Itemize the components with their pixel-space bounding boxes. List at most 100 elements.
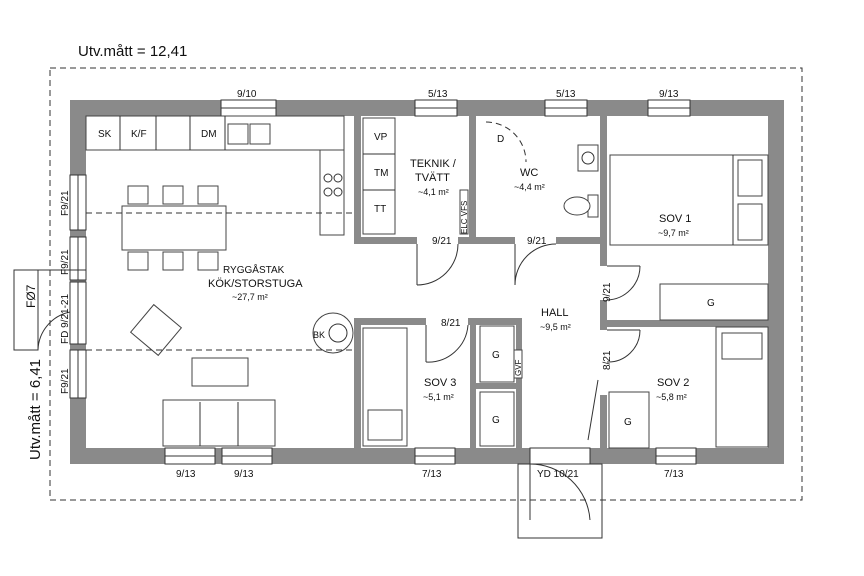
wash-basin	[577, 144, 599, 172]
window-top-kitchen-label: 9/10	[237, 89, 257, 100]
wall-sov3-right	[470, 318, 476, 448]
dm-label: DM	[201, 129, 217, 140]
gvf-label: GVF	[514, 359, 523, 376]
toilet	[563, 196, 591, 216]
wall-kitchen-tech	[354, 116, 361, 244]
door-tech	[416, 243, 459, 286]
window-bottom-1-label: 9/13	[176, 469, 196, 480]
wardrobe-sov1	[659, 283, 769, 321]
kitchen-name: KÖK/STORSTUGA	[208, 278, 303, 290]
sk-label: SK	[98, 129, 112, 140]
hall-name: HALL	[541, 307, 569, 319]
wall-tech-wc	[469, 116, 476, 244]
elc-panel	[459, 189, 469, 235]
window-bottom-sov3-label: 7/13	[422, 469, 442, 480]
kitchen-fixtures: SK K/F DM BK	[85, 115, 354, 447]
door-sov3	[425, 324, 469, 363]
door-sov2	[606, 329, 641, 363]
wall-closet-right	[516, 318, 522, 448]
coffee-table	[191, 357, 249, 387]
kitchen-area: ~27,7 m²	[232, 292, 268, 302]
bk-label: BK	[313, 330, 325, 340]
window-left-4-label: F9/21	[60, 368, 71, 394]
gvf-unit	[513, 349, 523, 379]
wardrobe-sov3-a	[479, 325, 515, 383]
door-entry	[529, 463, 591, 521]
door-sov1	[606, 265, 641, 301]
f07-label: FØ7	[24, 284, 38, 308]
g-sov2-label: G	[624, 417, 632, 428]
kitchen-counter	[85, 115, 345, 151]
wall-right	[768, 100, 784, 464]
window-left-1-label: F9/21	[60, 190, 71, 216]
g-sov3-a-label: G	[492, 350, 500, 361]
sov1-fixtures: G	[609, 154, 769, 321]
kitchen-note: RYGGÅSTAK	[223, 263, 285, 276]
wall-sov3-top	[361, 318, 426, 325]
wc-area: ~4,4 m²	[514, 182, 545, 192]
window-openings	[69, 99, 697, 465]
door-sov3-label: 8/21	[441, 318, 461, 329]
wall-closet-top	[468, 318, 522, 325]
sofa	[162, 399, 276, 447]
tech-name-line1: TEKNIK /	[410, 158, 457, 170]
wall-closet-mid	[476, 383, 516, 389]
wc-fixtures: D	[485, 121, 599, 218]
vp-label: VP	[374, 132, 388, 143]
shower-door-swing	[485, 121, 527, 163]
wardrobe-sov3-b	[479, 391, 515, 447]
d-label: D	[497, 134, 504, 145]
sov3-area: ~5,1 m²	[423, 392, 454, 402]
wall-sov3-left	[354, 318, 361, 448]
door-swings	[13, 243, 641, 539]
door-entry-label: YD 10/21	[537, 469, 579, 480]
sov2-fixtures: G	[608, 326, 769, 449]
window-left-2-label: F9/21	[60, 249, 71, 275]
door-sov1-label: 9/21	[602, 282, 613, 302]
g-sov3-b-label: G	[492, 415, 500, 426]
door-sov2-label: 8/21	[602, 350, 613, 370]
window-bottom-sov2-label: 7/13	[664, 469, 684, 480]
tech-area: ~4,1 m²	[418, 187, 449, 197]
sov2-name: SOV 2	[657, 377, 689, 389]
tm-label: TM	[374, 168, 388, 179]
wall-tech-wc-bottom	[458, 237, 515, 244]
window-top-tech-label: 5/13	[428, 89, 448, 100]
wall-wc-sov1	[600, 116, 607, 266]
wall-sov1-sov2	[607, 320, 768, 327]
tech-name-line2: TVÄTT	[415, 172, 450, 184]
sink-basin-right	[249, 123, 271, 145]
g-sov1-label: G	[707, 298, 715, 309]
kf-label: K/F	[131, 129, 147, 140]
outer-width-label: Utv.mått = 12,41	[78, 43, 187, 60]
wall-hall-sov2	[600, 395, 607, 448]
tt-label: TT	[374, 204, 386, 215]
entry-step	[517, 463, 603, 539]
technical-fixtures: VP TM TT ELC VFS	[362, 117, 469, 235]
outer-dimension-frame	[49, 67, 803, 501]
window-top-wc-label: 5/13	[556, 89, 576, 100]
window-top-sov1-label: 9/13	[659, 89, 679, 100]
hall-area: ~9,5 m²	[540, 322, 571, 332]
f07-box	[13, 269, 39, 351]
wall-tech-bottom-a	[361, 237, 417, 244]
wardrobe-sov2	[608, 391, 650, 449]
sov2-area: ~5,8 m²	[656, 392, 687, 402]
door-tech-label: 9/21	[432, 236, 452, 247]
sov1-area: ~9,7 m²	[658, 228, 689, 238]
sov3-fixtures: G G GVF	[362, 325, 523, 447]
armchair	[129, 303, 183, 357]
fireplace	[312, 312, 354, 354]
elc-vfs-label: ELC VFS	[460, 201, 469, 234]
sink-basin-left	[227, 123, 249, 145]
door-wc-label: 9/21	[527, 236, 547, 247]
wall-hall-right-mid	[600, 300, 607, 330]
tech-units-column	[362, 117, 396, 235]
door-wc	[514, 243, 557, 286]
outer-height-label: Utv.mått = 6,41	[27, 359, 44, 460]
window-left-3-label: FD 9/21-21	[60, 294, 71, 344]
wc-name: WC	[520, 167, 538, 179]
sov3-name: SOV 3	[424, 377, 456, 389]
window-bottom-2-label: 9/13	[234, 469, 254, 480]
